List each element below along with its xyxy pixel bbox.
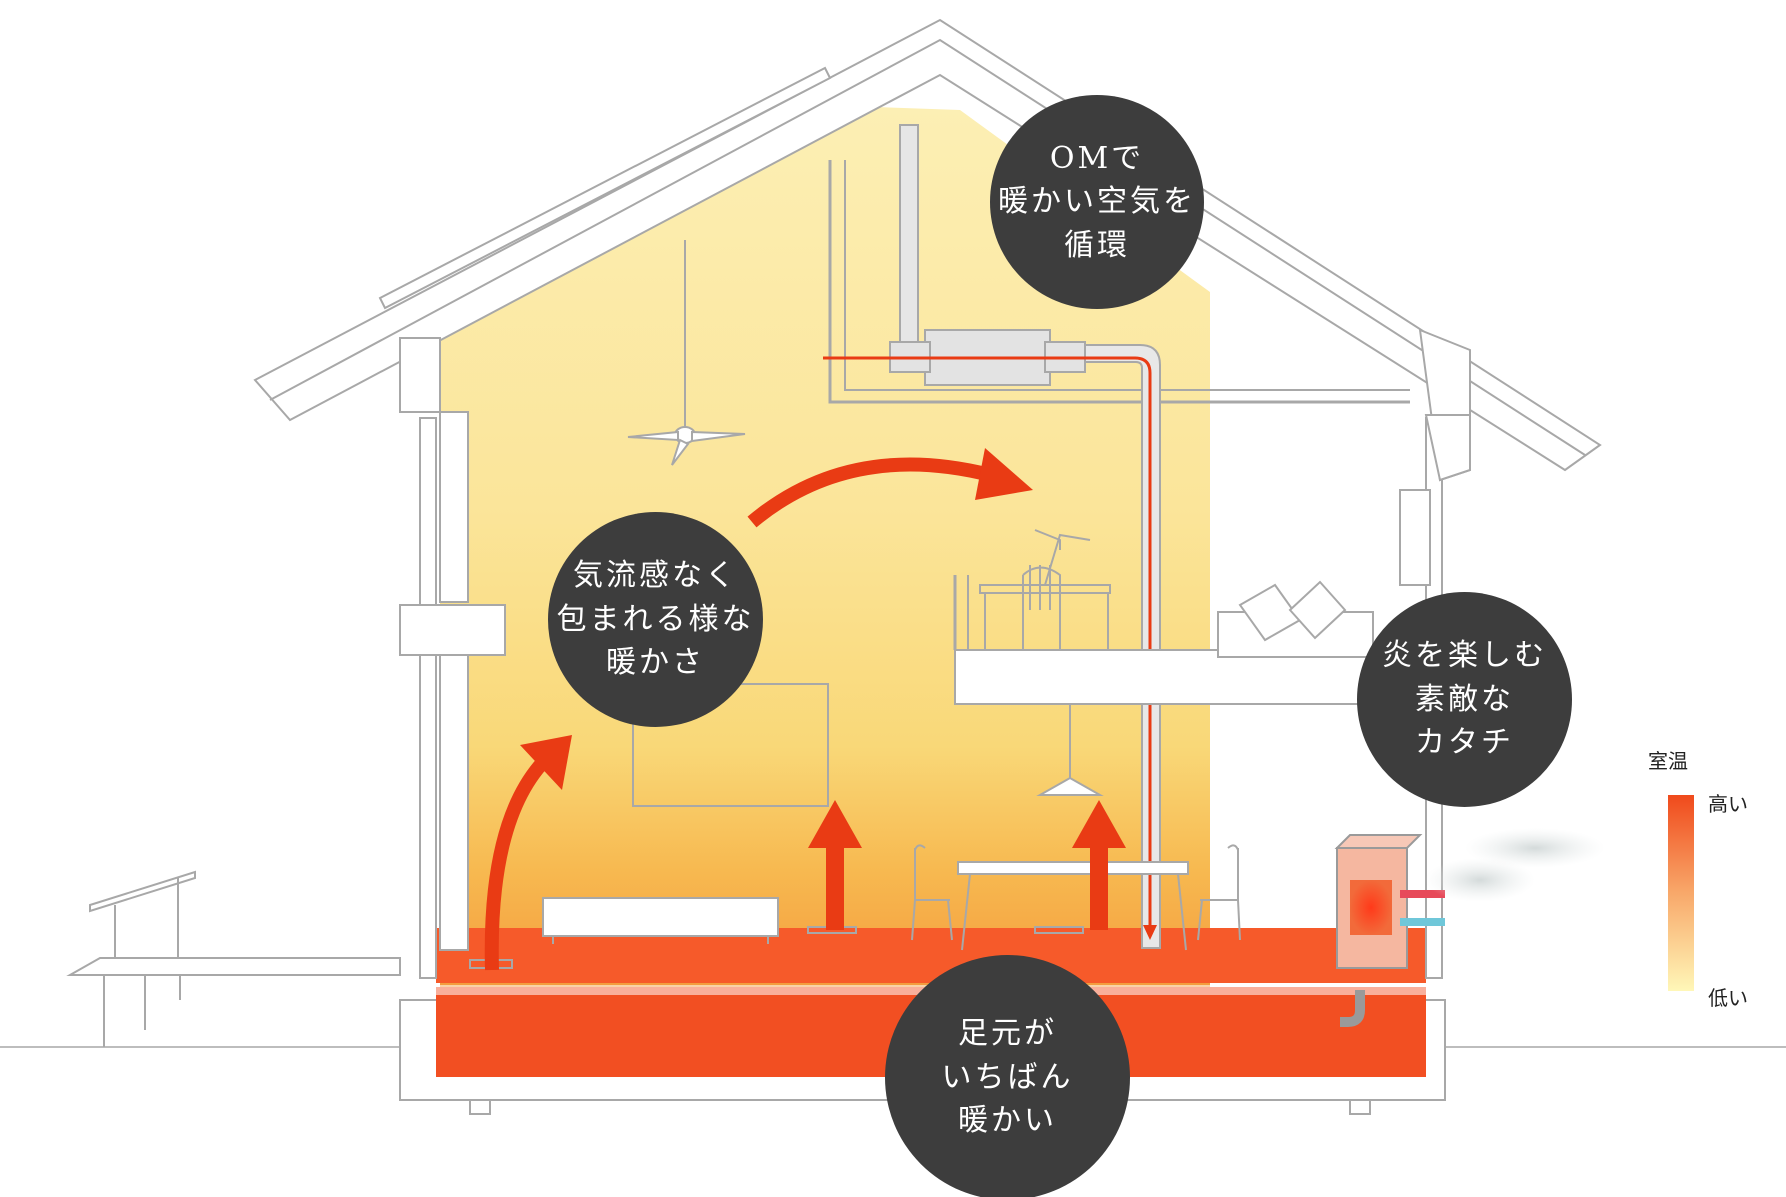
bubble-line: カタチ: [1415, 725, 1514, 761]
bubble-line: いちばん: [941, 1059, 1074, 1095]
bubble-line: 暖かさ: [606, 645, 705, 681]
airflow-arrows: [484, 448, 1126, 971]
vertical-duct: [1084, 344, 1161, 949]
bubble-line: 暖かい: [958, 1103, 1057, 1139]
warm-floor-bubble: 足元が いちばん 暖かい: [885, 955, 1130, 1197]
bubble-line: 気流感なく: [573, 558, 738, 594]
legend-title: 室温: [1648, 749, 1688, 773]
bubble-line: OMで: [1049, 140, 1145, 176]
bubble-line: 炎を楽しむ: [1382, 638, 1547, 674]
temperature-legend-bar: [1668, 795, 1694, 991]
warm-air-line: [823, 356, 1152, 930]
roof: [253, 18, 1602, 472]
left-wall: [419, 417, 437, 979]
flame-bubble: 炎を楽しむ 素敵な カタチ: [1357, 592, 1572, 807]
airflow-bubble: 気流感なく 包まれる様な 暖かさ: [548, 512, 763, 727]
legend-low-label: 低い: [1708, 986, 1748, 1010]
deck: [66, 870, 401, 1047]
attic-ceiling: [828, 160, 1410, 404]
bubble-line: 包まれる様な: [556, 601, 755, 637]
wood-stove: [1334, 834, 1445, 1027]
legend-high-label: 高い: [1708, 792, 1748, 816]
bubble-line: 足元が: [958, 1016, 1057, 1052]
bubble-line: 素敵な: [1415, 681, 1514, 717]
second-floor: [954, 649, 1426, 705]
om-circulation-bubble: OMで 暖かい空気を 循環: [990, 95, 1204, 309]
bubble-line: 循環: [1064, 227, 1130, 263]
bubble-line: 暖かい空気を: [998, 184, 1196, 220]
